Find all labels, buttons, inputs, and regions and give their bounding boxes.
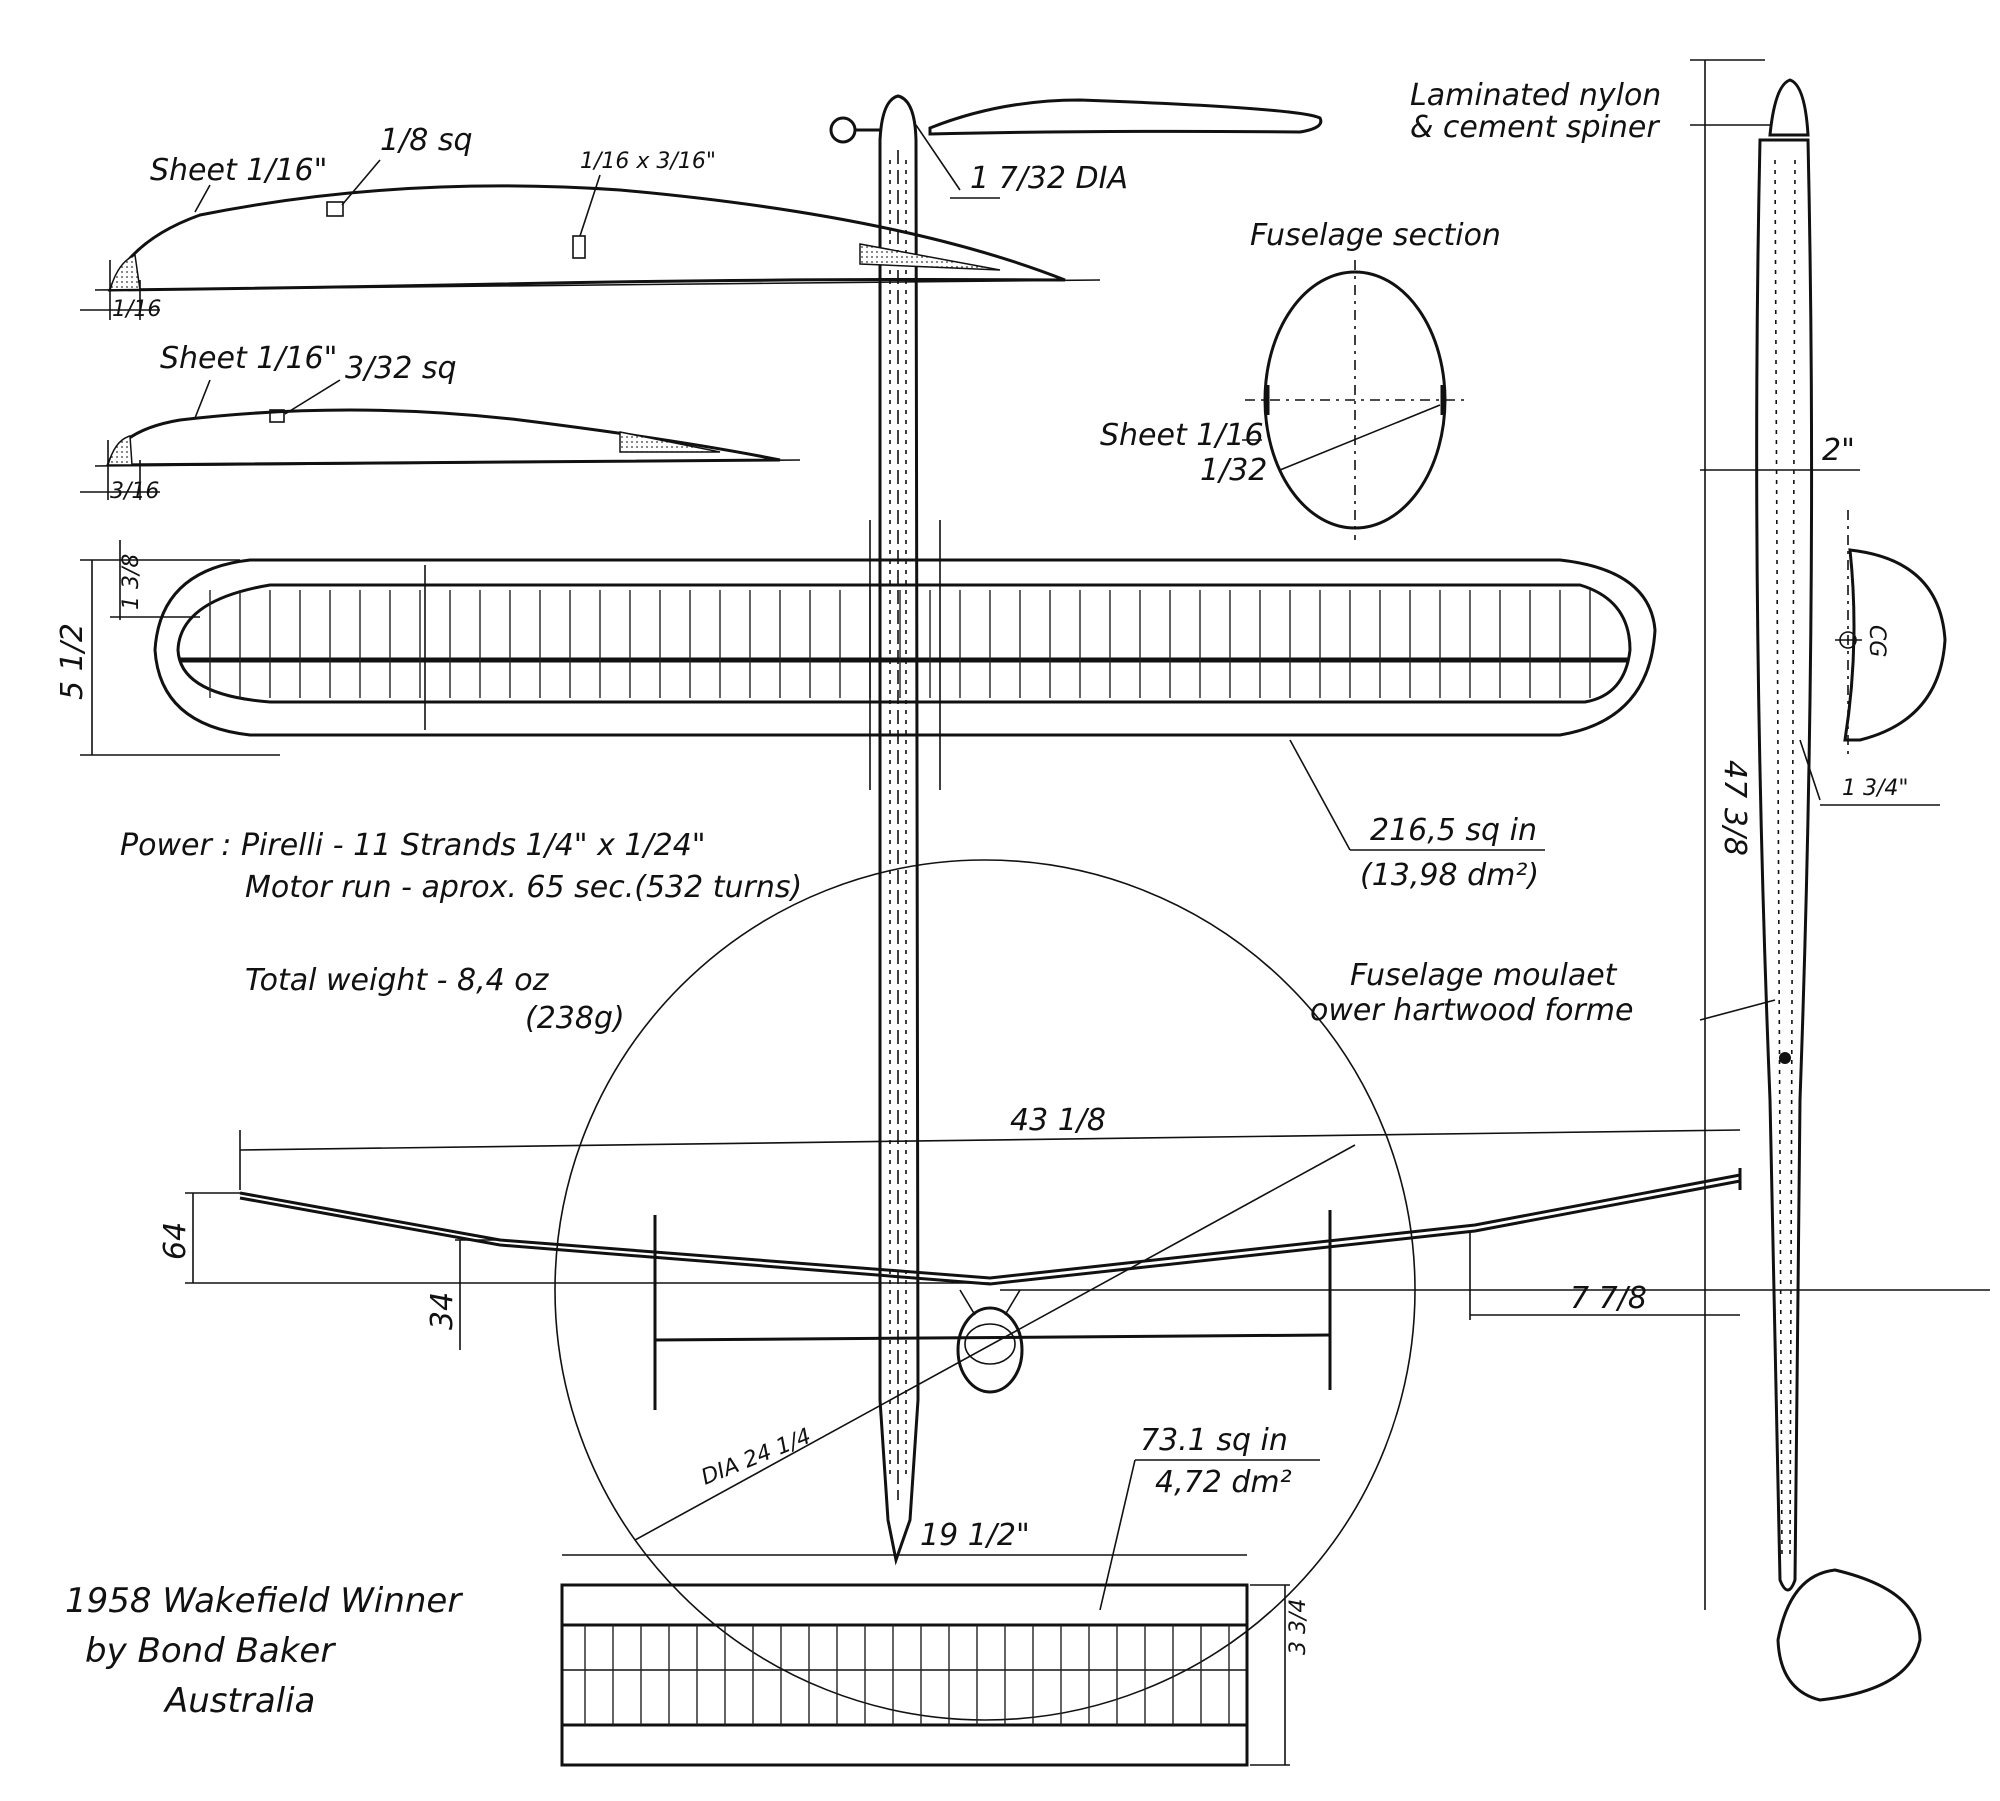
spinner-note-2: & cement spiner xyxy=(1410,110,1660,145)
tail-le-dim-label: 3/16 xyxy=(110,479,159,504)
fuselage-note-1: Fuselage moulaet xyxy=(1350,958,1618,993)
prop-diameter-label: DIA 24 1/4 xyxy=(698,1424,815,1491)
span-label: 43 1/8 xyxy=(1010,1103,1106,1138)
wing-airfoil xyxy=(80,159,1101,320)
fuselage-width-label: 2" xyxy=(1822,433,1855,468)
dihedral-outer-label: 64 xyxy=(158,1222,193,1260)
wing-sheet-label: Sheet 1/16" xyxy=(150,153,327,188)
wing-spar-label: 1/8 sq xyxy=(380,123,473,158)
cg-dim-label: 1 3/4" xyxy=(1842,776,1909,801)
tail-airfoil xyxy=(80,379,801,500)
fuselage-note-2: ower hartwood forme xyxy=(1310,993,1633,1028)
wing-rear-spar-label: 1/16 x 3/16" xyxy=(580,149,716,174)
motor-run-spec: Motor run - aprox. 65 sec.(532 turns) xyxy=(245,870,802,905)
stab-area-metric-label: 4,72 dm² xyxy=(1155,1465,1292,1500)
stab-chord-label: 3 3/4 xyxy=(1286,1599,1311,1655)
weight-metric-spec: (238g) xyxy=(525,1001,625,1036)
fuselage-top-view xyxy=(878,94,920,1566)
weight-spec: Total weight - 8,4 oz xyxy=(245,963,550,998)
fuselage-length-label: 47 3/8 xyxy=(1717,760,1752,856)
credit-title: 1958 Wakefield Winner xyxy=(65,1581,463,1621)
spinner-note-1: Laminated nylon xyxy=(1410,78,1661,113)
cg-label: CG xyxy=(1864,625,1889,657)
wing-chord-label: 5 1/2 xyxy=(55,623,90,700)
section-inner-label: 1/32 xyxy=(1200,453,1267,488)
credit-country: Australia xyxy=(163,1681,315,1721)
prop-hub-dia-label: 1 7/32 DIA xyxy=(970,161,1128,196)
credit-author: by Bond Baker xyxy=(85,1631,336,1671)
wing-area-metric-label: (13,98 dm²) xyxy=(1360,858,1539,893)
wing-area-label: 216,5 sq in xyxy=(1370,813,1537,848)
wing-le-dim-label: 1/16 xyxy=(112,297,161,322)
tail-spar-label: 3/32 sq xyxy=(345,351,457,386)
stab-span-label: 19 1/2" xyxy=(920,1518,1030,1553)
tip-panel-label: 7 7/8 xyxy=(1570,1281,1647,1316)
stab-area-label: 73.1 sq in xyxy=(1140,1423,1288,1458)
dihedral-inner-label: 34 xyxy=(425,1292,460,1330)
section-sheet-label: Sheet 1/16 xyxy=(1100,418,1264,453)
power-spec: Power : Pirelli - 11 Strands 1/4" x 1/24… xyxy=(120,828,706,863)
propeller-blade xyxy=(829,98,1323,199)
front-view xyxy=(185,859,1990,1721)
tail-sheet-label: Sheet 1/16" xyxy=(160,341,337,376)
wing-planform xyxy=(80,520,1657,851)
stabilizer-planform xyxy=(560,1459,1320,1767)
fuselage-side-view xyxy=(1690,59,1947,1702)
wing-tip-label: 1 3/8 xyxy=(119,554,144,610)
fuselage-section-title: Fuselage section xyxy=(1250,218,1501,253)
fuselage-section-drawing xyxy=(1242,260,1465,540)
